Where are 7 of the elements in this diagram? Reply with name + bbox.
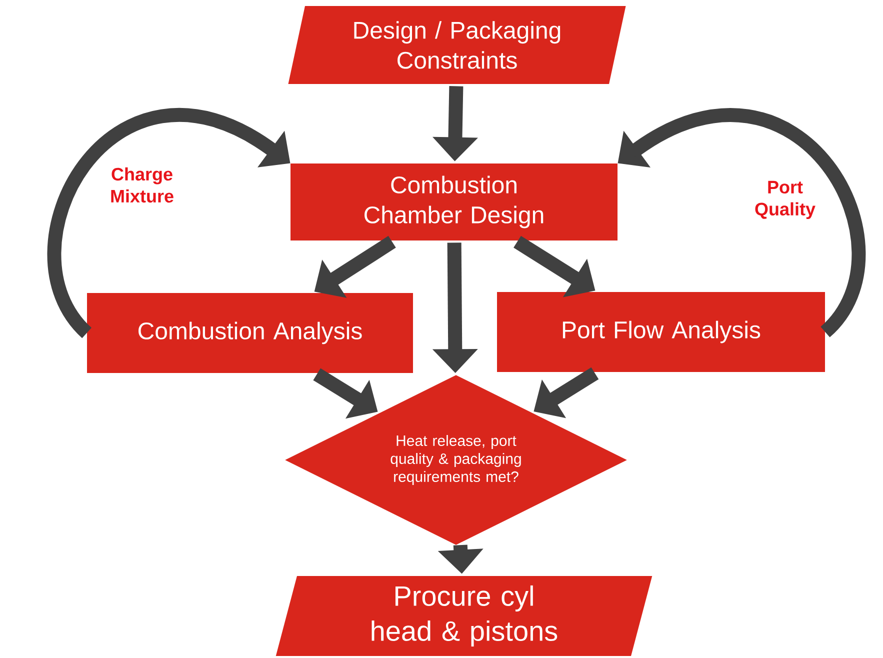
output-parallelogram: Procure cyl head & pistons bbox=[276, 576, 652, 656]
process-box: Combustion Analysis bbox=[87, 293, 413, 373]
process-box: Combustion Chamber Design bbox=[290, 164, 618, 240]
edge-label: Port Quality bbox=[755, 180, 816, 220]
process-box: Port Flow Analysis bbox=[497, 292, 825, 372]
input-parallelogram: Design / Packaging Constraints bbox=[288, 6, 626, 84]
edge-label: Charge Mixture bbox=[111, 167, 174, 203]
